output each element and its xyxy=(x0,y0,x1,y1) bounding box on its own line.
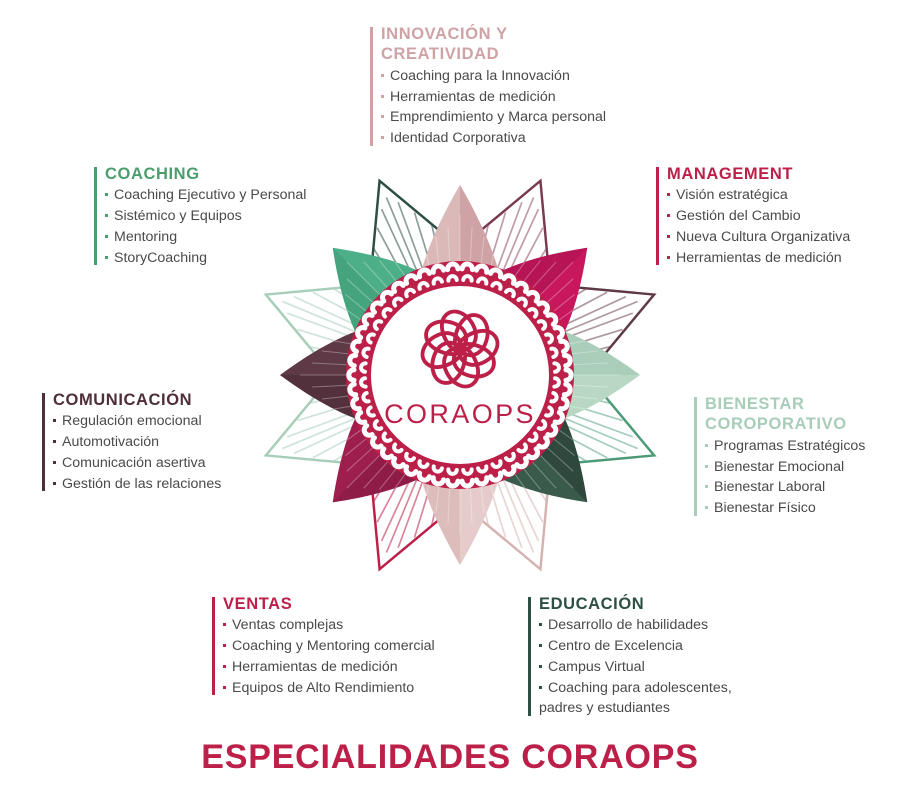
list-item: Gestión de las relaciones xyxy=(53,474,273,495)
section-coaching: COACHING Coaching Ejecutivo y Personal S… xyxy=(94,164,355,268)
section-list-comunicacion: Regulación emocional Automotivación Comu… xyxy=(53,411,273,494)
section-list-ventas: Ventas complejas Coaching y Mentoring co… xyxy=(223,615,483,698)
list-item: StoryCoaching xyxy=(105,248,355,269)
list-item: Centro de Excelencia xyxy=(539,636,777,657)
list-item: Desarrollo de habilidades xyxy=(539,615,777,636)
list-item: Campus Virtual xyxy=(539,657,777,678)
list-item: Coaching y Mentoring comercial xyxy=(223,636,483,657)
section-management: MANAGEMENT Visión estratégica Gestión de… xyxy=(656,164,893,268)
list-item: Ventas complejas xyxy=(223,615,483,636)
scallop-ring xyxy=(346,261,574,489)
list-item: Coaching para adolescentes, xyxy=(539,678,777,699)
center-medallion: CORAOPS xyxy=(346,261,574,489)
section-title-ventas: VENTAS xyxy=(223,595,293,613)
list-item: Herramientas de medición xyxy=(381,87,649,108)
list-item: Regulación emocional xyxy=(53,411,273,432)
list-item: Herramientas de medición xyxy=(667,248,893,269)
section-comunicacion: COMUNICACIÓN Regulación emocional Automo… xyxy=(42,390,273,494)
list-item: Bienestar Laboral xyxy=(705,477,900,498)
list-item: Identidad Corporativa xyxy=(381,128,649,149)
section-list-innovacion: Coaching para la Innovación Herramientas… xyxy=(381,66,649,149)
section-bienestar-corporativo: BIENESTAR COROPORATIVO Programas Estraté… xyxy=(694,394,900,519)
list-item: Equipos de Alto Rendimiento xyxy=(223,678,483,699)
section-title-management: MANAGEMENT xyxy=(667,165,794,183)
list-item: Bienestar Emocional xyxy=(705,457,900,478)
list-item-continuation: padres y estudiantes xyxy=(539,700,670,717)
list-item: Bienestar Físico xyxy=(705,498,900,519)
section-title-coaching: COACHING xyxy=(105,165,200,183)
section-educacion: EDUCACIÓN Desarrollo de habilidades Cent… xyxy=(528,594,777,719)
section-list-management: Visión estratégica Gestión del Cambio Nu… xyxy=(667,185,893,268)
list-item: Herramientas de medición xyxy=(223,657,483,678)
logo-wordmark: CORAOPS xyxy=(384,399,536,429)
list-item: Emprendimiento y Marca personal xyxy=(381,107,649,128)
list-item: Automotivación xyxy=(53,432,273,453)
list-item: Visión estratégica xyxy=(667,185,893,206)
section-title-innovacion: INNOVACIÓN Y CREATIVIDAD xyxy=(381,25,508,64)
list-item: Sistémico y Equipos xyxy=(105,206,355,227)
section-title-bienestar: BIENESTAR COROPORATIVO xyxy=(705,395,847,434)
list-item: Programas Estratégicos xyxy=(705,436,900,457)
list-item: Coaching para la Innovación xyxy=(381,66,649,87)
list-item: Comunicación asertiva xyxy=(53,453,273,474)
coraops-flower-mark xyxy=(420,309,500,389)
section-list-bienestar: Programas Estratégicos Bienestar Emocion… xyxy=(705,436,900,519)
list-item: Coaching Ejecutivo y Personal xyxy=(105,185,355,206)
list-item: Nueva Cultura Organizativa xyxy=(667,227,893,248)
page-title: ESPECIALIDADES CORAOPS xyxy=(201,738,699,776)
section-list-coaching: Coaching Ejecutivo y Personal Sistémico … xyxy=(105,185,355,268)
section-title-comunicacion: COMUNICACIÓN xyxy=(53,391,193,409)
coraops-flower-illustration: CORAOPS xyxy=(175,130,745,610)
list-item: Gestión del Cambio xyxy=(667,206,893,227)
section-ventas: VENTAS Ventas complejas Coaching y Mento… xyxy=(212,594,483,698)
section-list-educacion: Desarrollo de habilidades Centro de Exce… xyxy=(539,615,777,719)
section-title-educacion: EDUCACIÓN xyxy=(539,595,645,613)
section-innovacion-y-creatividad: INNOVACIÓN Y CREATIVIDAD Coaching para l… xyxy=(370,24,649,149)
flower-svg: CORAOPS xyxy=(238,153,682,597)
list-item: Mentoring xyxy=(105,227,355,248)
